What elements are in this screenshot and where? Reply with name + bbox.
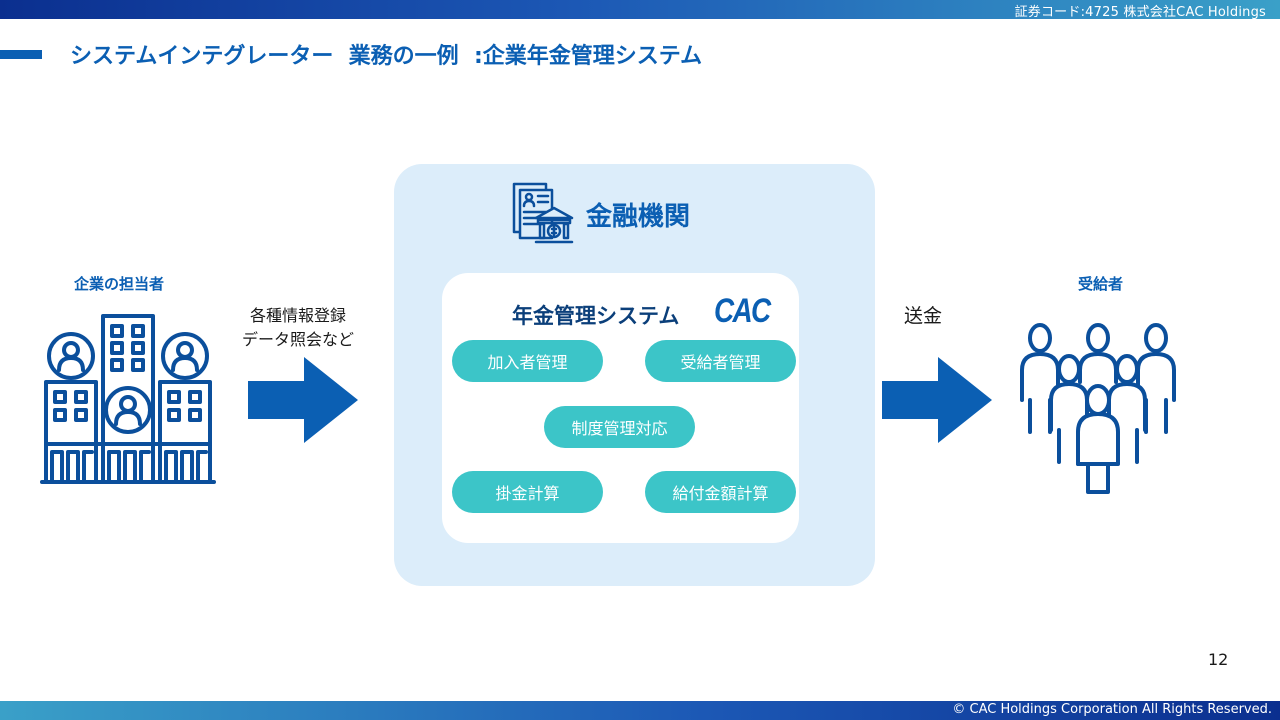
function-contribution-calculation: 掛金計算	[452, 471, 603, 513]
bottom-banner: © CAC Holdings Corporation All Rights Re…	[0, 701, 1280, 720]
title-accent-bar	[0, 50, 42, 59]
function-member-management: 加入者管理	[452, 340, 603, 382]
registration-label: 各種情報登録 データ照会など	[232, 304, 364, 352]
recipient-label: 受給者	[1078, 275, 1124, 293]
function-plan-management: 制度管理対応	[544, 406, 695, 448]
right-arrow-icon	[882, 357, 992, 443]
registration-label-line1: 各種情報登録	[249, 306, 346, 325]
bank-document-icon	[512, 182, 574, 244]
remittance-label: 送金	[904, 305, 943, 327]
page-number: 12	[1208, 650, 1229, 669]
financial-institution-label: 金融機関	[586, 202, 691, 232]
registration-label-line2: データ照会など	[241, 330, 354, 349]
top-banner: 証券コード:4725 株式会社CAC Holdings	[0, 0, 1280, 20]
corporate-staff-buildings-icon	[40, 314, 216, 484]
copyright-text: © CAC Holdings Corporation All Rights Re…	[952, 702, 1272, 717]
people-group-icon	[1020, 323, 1176, 494]
function-recipient-management: 受給者管理	[645, 340, 796, 382]
right-arrow-icon	[248, 357, 358, 443]
function-benefit-calculation: 給付金額計算	[645, 471, 796, 513]
slide-title: システムインテグレーター 業務の一例 :企業年金管理システム	[70, 44, 703, 69]
pension-system-label: 年金管理システム	[512, 304, 680, 328]
corporate-code-text: 証券コード:4725 株式会社CAC Holdings	[1014, 5, 1266, 20]
cac-logo: CAC	[714, 292, 771, 330]
corporate-staff-label: 企業の担当者	[74, 275, 165, 293]
